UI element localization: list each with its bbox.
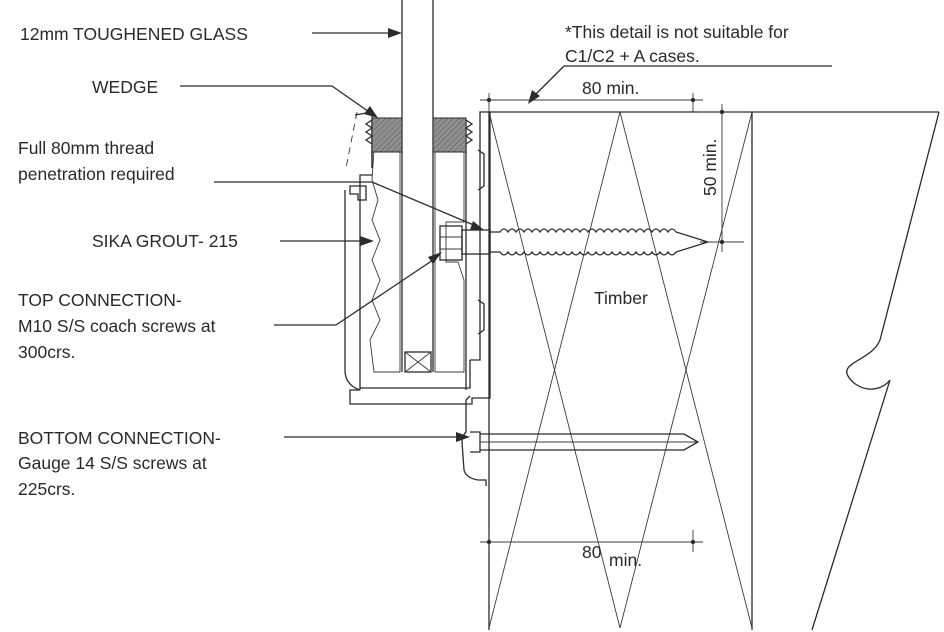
leader-thread <box>214 181 484 230</box>
bottom-connection-line3: 225crs. <box>18 479 75 499</box>
wedge <box>364 117 474 153</box>
note-line2: C1/C2 + A cases. <box>565 46 700 66</box>
leader-note <box>528 65 832 104</box>
dimension-top <box>480 93 703 112</box>
dim-bottom-unit: min. <box>609 550 642 570</box>
note-line1: *This detail is not suitable for <box>565 22 789 42</box>
dimension-bottom <box>480 530 703 552</box>
setting-block <box>404 351 432 373</box>
top-connection-line3: 300crs. <box>18 342 75 362</box>
wedge-label: WEDGE <box>92 77 158 97</box>
labels: 12mm TOUGHENED GLASS WEDGE Full 80mm thr… <box>18 22 789 570</box>
dim-bottom-number: 80 <box>582 542 602 562</box>
timber-label: Timber <box>594 288 648 308</box>
thread-label-line2: penetration required <box>18 164 175 184</box>
timber-block <box>487 111 940 631</box>
dim-top-label: 80 min. <box>582 78 639 98</box>
leader-bottom-connection <box>284 432 470 442</box>
top-connection-line1: TOP CONNECTION- <box>18 290 182 310</box>
thread-label-line1: Full 80mm thread <box>18 138 154 158</box>
grout-fill <box>369 149 465 373</box>
bottom-connection-line2: Gauge 14 S/S screws at <box>18 453 207 473</box>
leader-top-connection <box>274 252 442 326</box>
leader-grout <box>280 236 374 246</box>
grout-label: SIKA GROUT- 215 <box>92 231 238 251</box>
leader-wedge <box>180 85 378 118</box>
aluminium-channel <box>344 111 491 405</box>
glass-label: 12mm TOUGHENED GLASS <box>20 24 248 44</box>
glass-panel <box>401 0 434 372</box>
dimension-side <box>700 104 744 252</box>
bottom-screw <box>461 395 700 486</box>
leader-glass <box>312 28 402 38</box>
bottom-connection-line1: BOTTOM CONNECTION- <box>18 428 221 448</box>
dim-side-label: 50 min. <box>700 139 720 196</box>
top-connection-line2: M10 S/S coach screws at <box>18 316 216 336</box>
